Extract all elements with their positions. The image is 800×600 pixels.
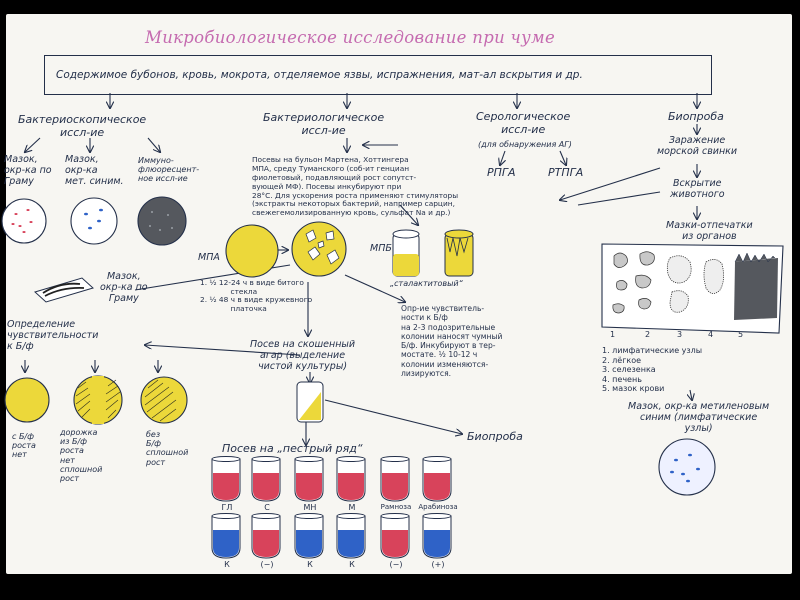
methylene-smear-dish: [70, 197, 118, 245]
bioprobe-autopsy: Вскрытие животного: [670, 178, 725, 200]
plate-without-phage: [140, 376, 188, 424]
test-rtpga: РТПГА: [548, 166, 584, 179]
tube-top-label-1: ГЛ: [221, 503, 233, 512]
bottom-tube-2: [251, 513, 281, 559]
final-smear-dish: [658, 438, 716, 496]
source-box: [44, 55, 712, 95]
immuno-label: Иммуно- флюоресцент- ное иссл-ие: [138, 156, 200, 184]
organ-number-2: 2: [645, 330, 651, 339]
colony-plate: [291, 221, 347, 277]
bottom-tube-6: [422, 513, 452, 559]
serology-note: (для обнаружения АГ): [478, 140, 572, 149]
top-tube-6: [422, 456, 452, 502]
smear2-label: Мазок, окр-ка по Граму: [100, 271, 148, 304]
tube-top-label-4: М: [348, 503, 356, 512]
branch-bacterioscopy: Бактериоскопическое иссл-ие: [18, 113, 147, 139]
bottom-tube-1: [211, 513, 241, 559]
glass-slide: [34, 277, 94, 303]
mpb-jar-2: [444, 229, 474, 277]
test-rpga: РПГА: [487, 166, 516, 179]
mpb-jar-1: [392, 229, 420, 277]
tubes-bottom-row: [211, 513, 452, 559]
organ-number-3: 3: [677, 330, 683, 339]
organ-number-4: 4: [708, 330, 714, 339]
bioprobe-imprints: Мазки-отпечатки из органов: [666, 220, 753, 242]
organ-number-5: 5: [738, 330, 744, 339]
stalactite-label: „сталактитовый“: [390, 279, 463, 288]
page-title: Микробиологическое исследование при чуме: [145, 28, 556, 47]
top-tube-2: [251, 456, 281, 502]
colony-notes: 1. ½ 12-24 ч в виде битого стекла 2. ½ 4…: [200, 278, 313, 313]
branch-bacteriology: Бактериологическое иссл-ие: [263, 111, 385, 137]
tube-top-label-3: МН: [303, 503, 317, 512]
top-tube-5: [380, 456, 410, 502]
smear-gram-label: Мазок, окр-ка по Граму: [4, 154, 52, 187]
pestry-title: Посев на „пестрый ряд“: [222, 442, 363, 455]
slant-text: Посев на скошенный агар (выделение чисто…: [250, 339, 356, 372]
top-tube-4: [336, 456, 366, 502]
bioprobe-infect: Заражение морской свинки: [657, 135, 738, 157]
bottom-tube-4: [336, 513, 366, 559]
top-tube-1: [211, 456, 241, 502]
gram-smear-dish: [1, 198, 47, 244]
plate-track-label: дорожка из Б/ф роста нет сплошной рост: [60, 428, 103, 483]
tube-bottom-label-2: (−): [260, 560, 274, 569]
tube-top-label-6: Арабиноза: [418, 503, 458, 511]
slant-tube: [296, 381, 324, 423]
organ-imprint-slide: [601, 243, 784, 334]
tube-bottom-label-6: (+): [431, 560, 445, 569]
branch-bioprobe: Биопроба: [668, 110, 724, 123]
organ-number-1: 1: [610, 330, 616, 339]
tube-bottom-label-3: К: [307, 560, 313, 569]
immuno-dish: [137, 196, 187, 246]
phage-text: Опр-ие чувствитель- ности к Б/ф на 2-3 п…: [401, 304, 503, 378]
plate-with-phage: [4, 377, 50, 423]
tubes-top-row: [211, 456, 452, 502]
mpb-label: МПБ: [370, 243, 392, 254]
smear-methylene-label: Мазок, окр-ка мет. синим.: [65, 154, 124, 187]
tube-bottom-label-5: (−): [389, 560, 403, 569]
tube-bottom-label-1: К: [224, 560, 230, 569]
top-tube-3: [294, 456, 324, 502]
final-smear-label: Мазок, окр-ка метиленовым синим (лимфати…: [628, 401, 770, 434]
mpa-plate: [225, 224, 279, 278]
mpa-label: МПА: [198, 252, 220, 263]
plate-phage-track: [73, 375, 123, 425]
plate-with-phage-label: с Б/ф роста нет: [12, 432, 36, 460]
plate-without-label: без Б/ф сплошной рост: [146, 430, 189, 467]
culture-text: Посевы на бульон Мартена, Хоттингера МПА…: [252, 155, 459, 218]
tube-bottom-label-4: К: [349, 560, 355, 569]
tube-top-label-5: Рамноза: [380, 503, 412, 511]
organ-legend: 1. лимфатические узлы 2. лёгкое 3. селез…: [602, 346, 703, 394]
tube-top-label-2: С: [264, 503, 270, 512]
source-text: Содержимое бубонов, кровь, мокрота, отде…: [56, 69, 583, 81]
sensitivity-title: Определение чувствительности к Б/ф: [7, 319, 99, 352]
branch-serology: Серологическое иссл-ие: [476, 110, 571, 136]
bottom-tube-3: [294, 513, 324, 559]
bottom-tube-5: [380, 513, 410, 559]
bioprobe2-label: Биопроба: [467, 430, 523, 443]
